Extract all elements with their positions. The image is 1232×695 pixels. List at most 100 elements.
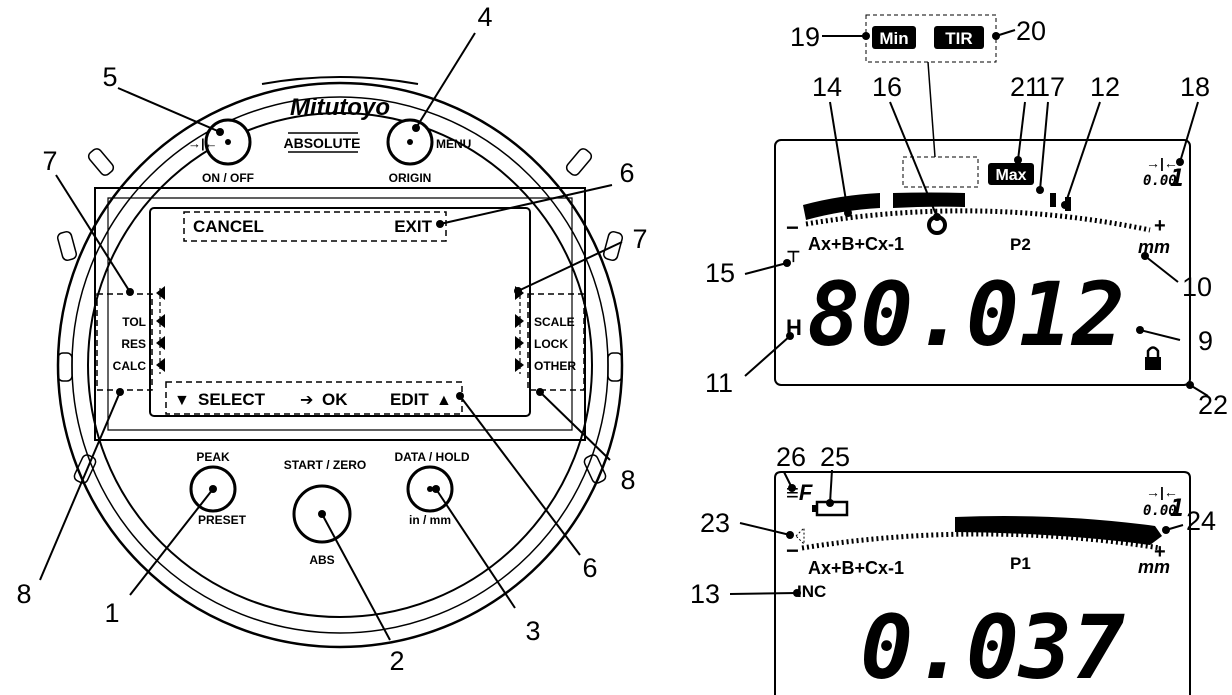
right-item-scale: SCALE: [534, 315, 575, 329]
scale-arc-bottom: [801, 531, 1161, 551]
select-arrow-icon: ▼: [174, 392, 190, 409]
peak-label: PEAK: [196, 450, 230, 464]
unit-mm: mm: [1138, 237, 1170, 257]
left-item-calc: CALC: [113, 359, 147, 373]
formula-label: Ax+B+Cx-1: [808, 234, 904, 254]
min-tir-placeholder: [902, 156, 979, 188]
res-digit-bottom: 1: [1170, 494, 1184, 522]
left-item-tol: TOL: [122, 315, 146, 329]
svg-text:20: 20: [1016, 16, 1046, 46]
display-screen: [149, 207, 531, 417]
inmm-label: in / mm: [409, 513, 451, 527]
p1-label: P1: [1010, 554, 1031, 573]
svg-text:6: 6: [582, 553, 597, 583]
lcd-bottom: ≡F →|← 0.00 1 − + Ax+B+Cx-1 P1 mm INC 0.…: [774, 471, 1191, 695]
screen-exit: EXIT: [394, 217, 432, 236]
svg-text:2: 2: [389, 646, 404, 676]
max-label: Max: [995, 167, 1026, 184]
svg-text:13: 13: [690, 579, 720, 609]
res-digit: 1: [1170, 164, 1184, 192]
screen-cancel: CANCEL: [193, 217, 264, 236]
ok-arrow-icon: ➔: [300, 392, 313, 409]
min-label: Min: [879, 29, 908, 48]
right-item-lock: LOCK: [534, 337, 568, 351]
tir-badge[interactable]: [934, 26, 984, 49]
svg-text:7: 7: [632, 224, 647, 254]
tolerance-plus-icon-bottom: +: [1154, 541, 1166, 563]
edit-arrow-icon: ▲: [436, 392, 452, 409]
svg-text:16: 16: [872, 72, 902, 102]
svg-text:8: 8: [620, 465, 635, 495]
svg-text:19: 19: [790, 22, 820, 52]
svg-text:7: 7: [42, 146, 57, 176]
bezel-grips: [56, 148, 624, 484]
right-callout-dots: [783, 32, 1194, 597]
zero-set-icon: →|←: [188, 136, 218, 151]
tolerance-plus-icon: +: [1154, 215, 1166, 237]
preset-label: PRESET: [198, 513, 247, 527]
inc-indicator: INC: [797, 582, 826, 601]
formula-label-bottom: Ax+B+Cx-1: [808, 558, 904, 578]
tolerance-minus-icon: −: [786, 215, 799, 240]
main-reading-bottom: 0.037: [860, 596, 1125, 695]
left-callout-numbers: 1 2 3 4 5 6 6 7 7 8 8: [16, 2, 647, 676]
top-soft-keys-box: [183, 211, 447, 242]
svg-text:10: 10: [1182, 272, 1212, 302]
res-indicator-icon: →|←: [1146, 155, 1178, 171]
res-indicator-icon-bottom: →|←: [1146, 484, 1178, 500]
res-value-bottom: 0.00: [1143, 503, 1177, 519]
min-tir-link-line: [927, 61, 936, 158]
svg-text:18: 18: [1180, 72, 1210, 102]
svg-text:25: 25: [820, 442, 850, 472]
scale-arc: [805, 208, 1151, 233]
svg-text:8: 8: [16, 579, 31, 609]
screen-edit: EDIT: [390, 390, 429, 409]
left-menu-box: [96, 293, 153, 391]
abs-label: ABS: [309, 553, 334, 567]
svg-text:26: 26: [776, 442, 806, 472]
device-front: Mitutoyo ABSOLUTE →|← ON / OFF MENU ORIG…: [56, 76, 624, 649]
under-range-arrow-icon: [795, 526, 805, 546]
bar-segments-mid: [893, 192, 965, 208]
svg-text:1: 1: [104, 598, 119, 628]
svg-text:24: 24: [1186, 506, 1216, 536]
p2-label: P2: [1010, 235, 1031, 254]
right-item-other: OTHER: [534, 359, 576, 373]
tolerance-minus-icon-bottom: −: [786, 538, 799, 563]
screen-select: SELECT: [198, 390, 266, 409]
svg-text:12: 12: [1090, 72, 1120, 102]
svg-text:3: 3: [525, 616, 540, 646]
svg-text:22: 22: [1198, 390, 1228, 420]
face-frame-outer: [94, 187, 586, 441]
svg-text:11: 11: [705, 368, 733, 398]
onoff-label: ON / OFF: [202, 171, 254, 185]
bezel-inner-ring: [87, 112, 593, 618]
startzero-label: START / ZERO: [284, 458, 366, 472]
right-callouts: [729, 29, 1209, 595]
svg-text:23: 23: [700, 508, 730, 538]
svg-text:6: 6: [619, 158, 634, 188]
left-callouts: [39, 32, 623, 641]
face-frame-inner: [107, 197, 573, 431]
datahold-label: DATA / HOLD: [394, 450, 469, 464]
left-callout-dots: [116, 124, 544, 518]
max-badge[interactable]: [988, 163, 1034, 185]
main-reading: 80.012: [807, 263, 1125, 366]
lock-icon: [1145, 346, 1161, 370]
min-badge[interactable]: [872, 26, 916, 49]
svg-text:4: 4: [477, 2, 492, 32]
svg-text:17: 17: [1035, 72, 1065, 102]
svg-text:21: 21: [1010, 72, 1040, 102]
bezel-top-tab: [261, 76, 419, 85]
origin-label: ORIGIN: [389, 171, 432, 185]
menu-label: MENU: [436, 137, 471, 151]
lcd-top: Min TIR Max →|← 0.00 1 − ⊤ + Ax+B+Cx-1 P…: [774, 14, 1191, 386]
svg-text:5: 5: [102, 62, 117, 92]
right-menu-box: [527, 293, 585, 391]
brand-logo: Mitutoyo: [290, 94, 390, 121]
res-value: 0.00: [1143, 173, 1177, 189]
bar-segments-right: [955, 516, 1162, 545]
bar-segments-left: [803, 193, 880, 220]
absolute-logo: ABSOLUTE: [284, 135, 361, 151]
